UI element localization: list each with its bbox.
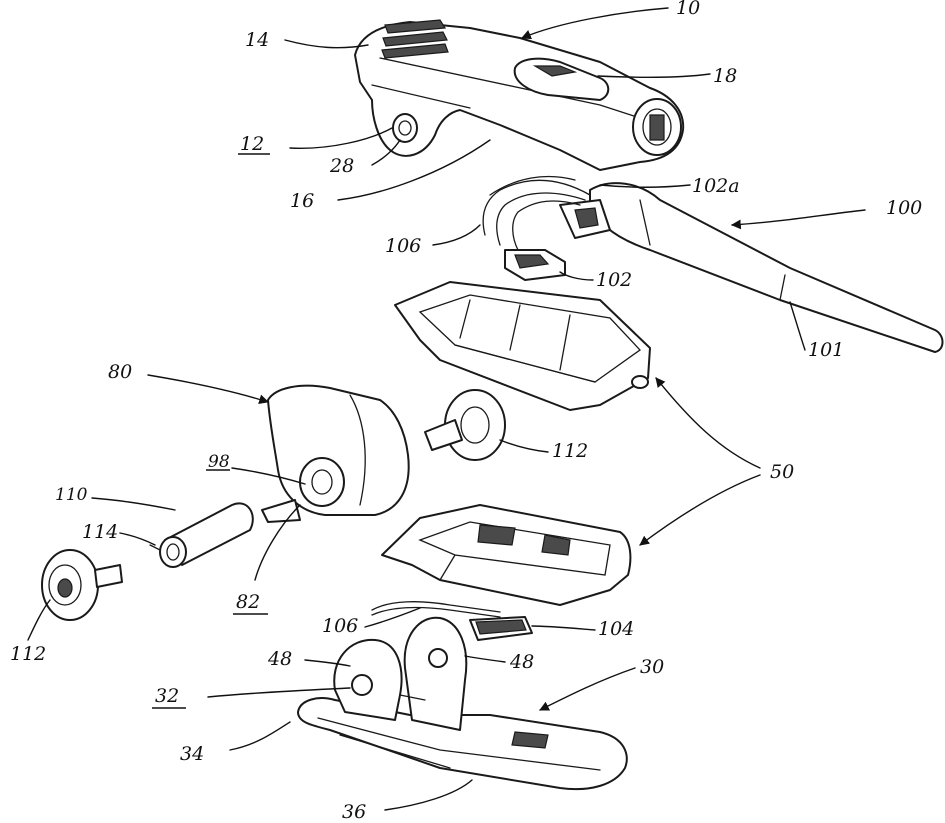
label-82: 82: [236, 591, 260, 613]
label-98: 98: [208, 452, 230, 472]
label-48-left: 48: [267, 648, 292, 670]
label-32: 32: [155, 685, 179, 707]
pivot-hole-part: [393, 114, 417, 142]
tube-part: [150, 503, 253, 567]
label-30: 30: [640, 656, 664, 678]
roller-housing-part: [262, 386, 409, 522]
upper-cradle-part: [395, 282, 650, 410]
knob-part: [42, 550, 122, 620]
label-18: 18: [713, 65, 737, 87]
label-12: 12: [240, 133, 264, 155]
axle-right-part: [425, 390, 505, 460]
grip-ridges-part: [382, 20, 448, 58]
label-80: 80: [108, 361, 132, 383]
label-10: 10: [676, 0, 700, 19]
label-34: 34: [180, 743, 204, 765]
label-50: 50: [770, 461, 794, 483]
label-16: 16: [290, 190, 314, 212]
lower-cradle-part: [382, 505, 630, 605]
label-112-left: 112: [10, 643, 46, 665]
pad-part: [470, 617, 532, 640]
label-110: 110: [55, 485, 88, 505]
label-104: 104: [598, 618, 634, 640]
label-114: 114: [82, 521, 118, 543]
label-14: 14: [245, 29, 269, 51]
label-28: 28: [329, 155, 354, 177]
label-106-upper: 106: [385, 235, 421, 257]
label-100: 100: [886, 197, 922, 219]
label-102: 102: [596, 269, 632, 291]
label-48-right: 48: [509, 651, 534, 673]
label-102a: 102a: [692, 175, 740, 197]
base-handle-part: [298, 618, 627, 789]
label-36: 36: [342, 801, 366, 823]
spring-clip-part: [372, 602, 500, 617]
label-106-lower: 106: [322, 615, 358, 637]
top-housing-part: [355, 20, 683, 170]
label-112-right: 112: [552, 440, 588, 462]
label-101: 101: [808, 339, 844, 361]
